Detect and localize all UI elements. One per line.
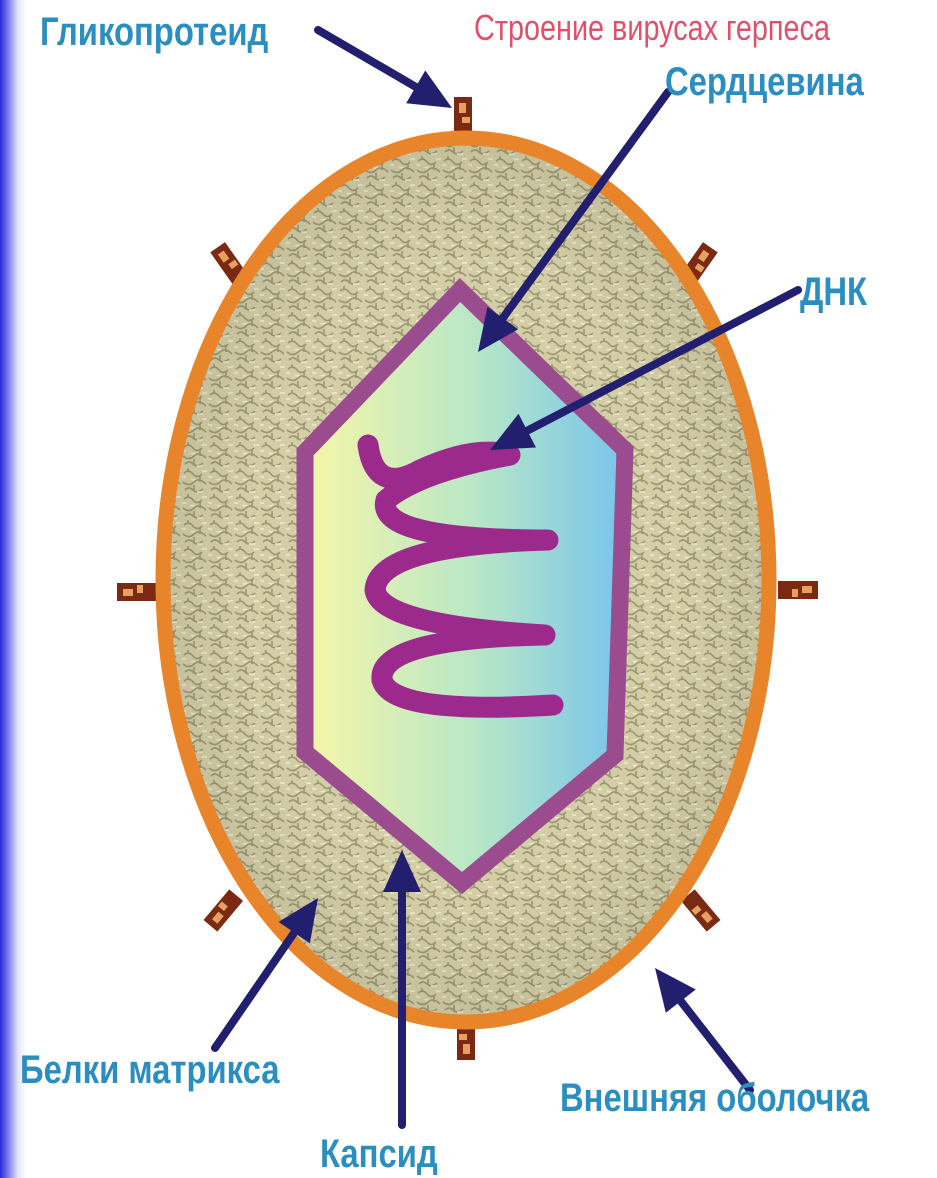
arrow-outer-envelope xyxy=(655,968,750,1090)
glycoprotein-spike xyxy=(117,583,157,601)
label-matrix-proteins: Белки матрикса xyxy=(20,1050,280,1090)
label-core: Сердцевина xyxy=(665,62,864,102)
label-capsid: Капсид xyxy=(320,1134,438,1174)
label-dna: ДНК xyxy=(800,272,867,312)
label-glycoprotein: Гликопротеид xyxy=(40,12,268,52)
arrow-glycoprotein xyxy=(318,30,452,108)
label-outer-envelope: Внешняя оболочка xyxy=(560,1078,869,1118)
glycoprotein-spike xyxy=(778,581,818,599)
diagram-title: Строение вирусах герпеса xyxy=(474,10,830,46)
glycoprotein-spike xyxy=(204,889,244,931)
